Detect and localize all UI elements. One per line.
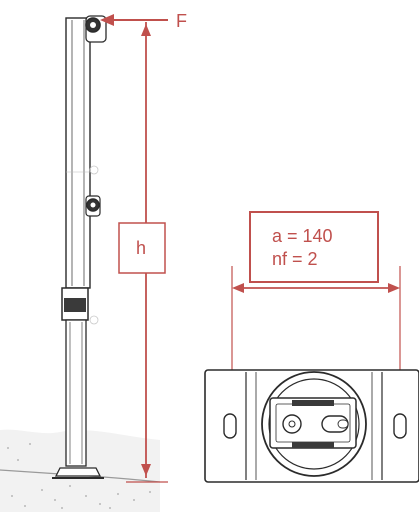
force-label: F — [176, 11, 187, 31]
base-plate-top-view — [204, 369, 419, 483]
height-label-box — [118, 222, 166, 274]
spacing-value: a = 140 — [272, 226, 333, 246]
spacing-dimension — [231, 266, 401, 388]
spacing-label-box — [249, 211, 379, 283]
post-side-view — [52, 15, 107, 479]
height-label: h — [136, 238, 147, 258]
fixings-value: nf = 2 — [272, 249, 318, 269]
